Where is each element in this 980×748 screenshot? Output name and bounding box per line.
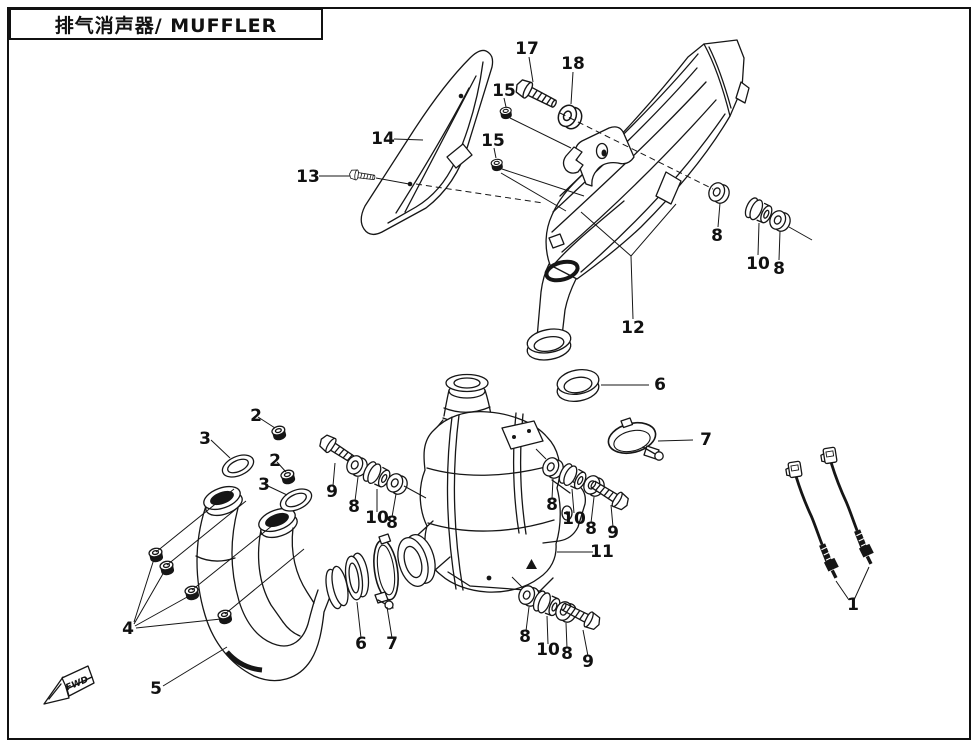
page-title: 排气消声器/ MUFFLER bbox=[54, 14, 278, 37]
callout-17: 17 bbox=[515, 39, 539, 59]
callout-1: 1 bbox=[847, 595, 859, 615]
callout-15-b: 15 bbox=[481, 131, 505, 151]
muffler-drawing bbox=[526, 39, 750, 361]
callout-7-upper: 7 bbox=[700, 430, 712, 450]
muffler-clip bbox=[548, 233, 565, 249]
muffler-hook bbox=[562, 146, 584, 174]
nut-15-b bbox=[490, 158, 504, 173]
callout-12: 12 bbox=[621, 318, 645, 338]
callout-11: 11 bbox=[590, 542, 614, 562]
flange-nut-1 bbox=[147, 546, 165, 565]
callout-10-left: 10 bbox=[365, 508, 389, 528]
callout-8-left2: 8 bbox=[386, 513, 398, 533]
callout-labels: 17 18 15 15 14 13 8 10 8 12 6 7 2 3 2 3 … bbox=[122, 39, 859, 699]
callout-18: 18 bbox=[561, 54, 585, 74]
callout-3-a: 3 bbox=[199, 429, 211, 449]
shield-bolt-13 bbox=[348, 168, 376, 183]
callout-10-tr: 10 bbox=[746, 254, 770, 274]
muffler-vent-slot bbox=[655, 171, 682, 205]
gasket-lower bbox=[344, 552, 370, 601]
callout-3-b: 3 bbox=[258, 475, 270, 495]
callout-10-bottom: 10 bbox=[536, 640, 560, 660]
gasket-upper bbox=[556, 368, 600, 403]
callout-15-a: 15 bbox=[492, 81, 516, 101]
callout-7-lower: 7 bbox=[386, 634, 398, 654]
converter-inlet-flange bbox=[403, 545, 423, 579]
muffler-pipe-seal-band bbox=[544, 259, 580, 283]
callout-8-bottom2: 8 bbox=[561, 644, 573, 664]
clamp-lower bbox=[373, 533, 399, 610]
exhaust-gasket-a bbox=[221, 454, 255, 478]
callout-8-tr1: 8 bbox=[711, 226, 723, 246]
callout-9-bottom: 9 bbox=[582, 652, 594, 672]
washer-8-tr1 bbox=[705, 179, 733, 207]
callout-9-right: 9 bbox=[607, 523, 619, 543]
callout-2-a: 2 bbox=[250, 406, 262, 426]
callout-2-b: 2 bbox=[269, 451, 281, 471]
callout-6-lower: 6 bbox=[355, 634, 367, 654]
header-pipes-drawing bbox=[195, 485, 349, 682]
callout-6-upper: 6 bbox=[654, 375, 666, 395]
oxygen-sensor-left bbox=[785, 458, 840, 583]
heat-shield-drawing bbox=[360, 49, 494, 236]
fwd-arrow: FWD bbox=[43, 665, 95, 705]
callout-4: 4 bbox=[122, 619, 134, 639]
right-port-seal bbox=[265, 512, 289, 528]
callout-8-right1: 8 bbox=[546, 495, 558, 515]
callout-9-left: 9 bbox=[326, 482, 338, 502]
grommet-18 bbox=[557, 104, 583, 130]
exhaust-gasket-b bbox=[279, 488, 313, 512]
callout-10-right: 10 bbox=[562, 509, 586, 529]
flange-nut-3 bbox=[183, 584, 201, 603]
heat-shield-tab bbox=[446, 143, 473, 169]
callout-8-tr2: 8 bbox=[773, 259, 785, 279]
oxygen-sensor-right bbox=[820, 444, 875, 569]
leader-lines bbox=[133, 56, 870, 687]
oxygen-sensors-drawing bbox=[785, 444, 875, 583]
callout-5: 5 bbox=[150, 679, 162, 699]
flange-nut-2 bbox=[158, 559, 176, 578]
converter-triangle-mark bbox=[526, 559, 537, 569]
bracket-bolt-17 bbox=[512, 76, 561, 113]
callout-14: 14 bbox=[371, 129, 395, 149]
callout-13: 13 bbox=[296, 167, 320, 187]
collar-b bbox=[279, 468, 297, 487]
flange-nut-4 bbox=[216, 608, 234, 627]
converter-drawing bbox=[397, 373, 586, 593]
page-border bbox=[7, 7, 971, 740]
title-box: 排气消声器/ MUFFLER bbox=[9, 8, 323, 40]
callout-8-bottom1: 8 bbox=[519, 627, 531, 647]
clamp-upper bbox=[607, 417, 664, 461]
callout-8-right2: 8 bbox=[585, 519, 597, 539]
muffler-fin bbox=[735, 81, 750, 104]
muffler-inlet-flange bbox=[533, 335, 565, 353]
callout-8-left1: 8 bbox=[348, 497, 360, 517]
